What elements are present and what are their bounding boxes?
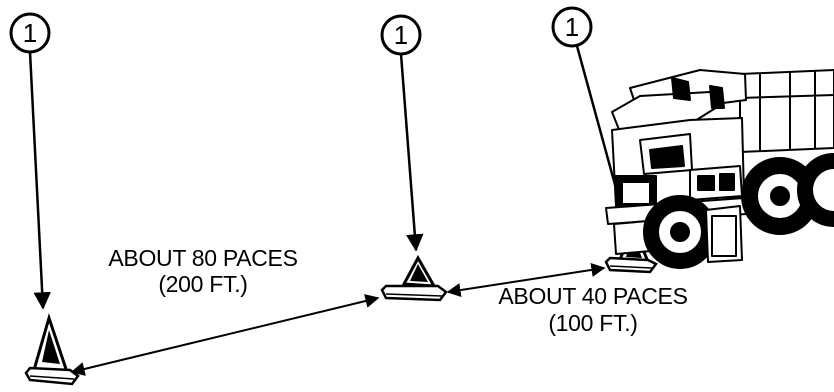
distance-near-line1: ABOUT 40 PACES bbox=[498, 283, 687, 309]
callout-number: 1 bbox=[565, 12, 579, 42]
callout-leader-line bbox=[399, 53, 424, 252]
callout-1-far: 1 bbox=[9, 12, 51, 310]
warning-triangle-icon bbox=[380, 254, 448, 302]
distance-far-line2: (200 FT.) bbox=[158, 271, 247, 297]
callout-1-middle: 1 bbox=[380, 14, 424, 252]
callout-number: 1 bbox=[23, 18, 37, 48]
distance-arrow-far bbox=[70, 294, 380, 376]
truck-illustration bbox=[605, 69, 834, 269]
distance-far-line1: ABOUT 80 PACES bbox=[108, 245, 297, 271]
callout-leader-line bbox=[28, 51, 51, 310]
distance-near-line2: (100 FT.) bbox=[548, 310, 637, 336]
warning-triangle-icon bbox=[24, 312, 80, 386]
callout-number: 1 bbox=[394, 20, 408, 50]
distance-arrow-near bbox=[446, 262, 606, 298]
